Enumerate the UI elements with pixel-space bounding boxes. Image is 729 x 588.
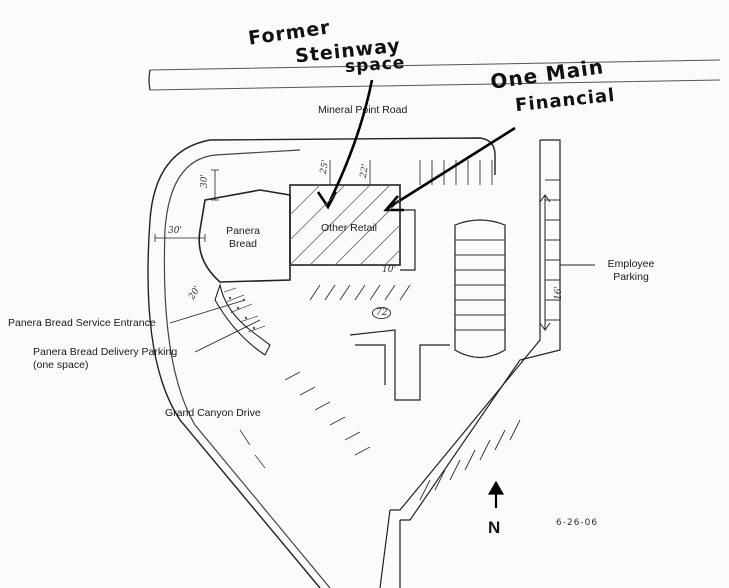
site-curb <box>147 137 496 588</box>
mineral-point-road-edge <box>149 59 721 91</box>
center-island <box>454 219 506 359</box>
landscape-texture <box>228 296 256 330</box>
east-lot-edge <box>400 139 561 521</box>
inner-curb <box>163 149 331 588</box>
north-label: N <box>488 518 501 537</box>
east-lot-inner <box>390 140 541 511</box>
dimension-72: 72 <box>372 307 392 319</box>
other-retail-annex <box>400 209 416 271</box>
dimension-30-top: 30' <box>199 174 210 188</box>
service-entrance-leader <box>169 299 246 324</box>
lower-island <box>349 329 450 401</box>
dimension-16: 16' <box>553 286 564 300</box>
north-arrow-head <box>487 480 505 495</box>
landscape-strip <box>214 282 271 356</box>
other-retail-hatching <box>289 184 401 266</box>
east-access <box>379 509 401 588</box>
steinway-arrow <box>326 79 374 206</box>
dimension-30-left: 30' <box>168 226 182 236</box>
former-steinway-line3: space <box>344 52 406 78</box>
grand-canyon-drive-label: Grand Canyon Drive <box>165 407 261 419</box>
panera-building-label: Panera Bread <box>226 225 260 250</box>
other-retail-label: Other Retail <box>320 222 378 234</box>
mineral-point-road-label: Mineral Point Road <box>318 104 408 116</box>
delivery-parking-label: Panera Bread Delivery Parking <box>33 346 178 358</box>
lower-island-2 <box>355 344 386 385</box>
employee-parking-label: Employee Parking <box>607 258 655 283</box>
date-stamp: 6-26-06 <box>556 518 599 528</box>
dimension-10: 10' <box>382 265 396 275</box>
service-entrance-label: Panera Bread Service Entrance <box>8 317 156 329</box>
parking-stalls <box>284 160 560 501</box>
delivery-parking-note: (one space) <box>33 359 89 371</box>
employee-parking-arrow <box>539 194 551 331</box>
one-main-arrow <box>387 126 516 210</box>
mineral-point-road-curb <box>148 69 151 91</box>
delivery-leader <box>194 319 261 353</box>
